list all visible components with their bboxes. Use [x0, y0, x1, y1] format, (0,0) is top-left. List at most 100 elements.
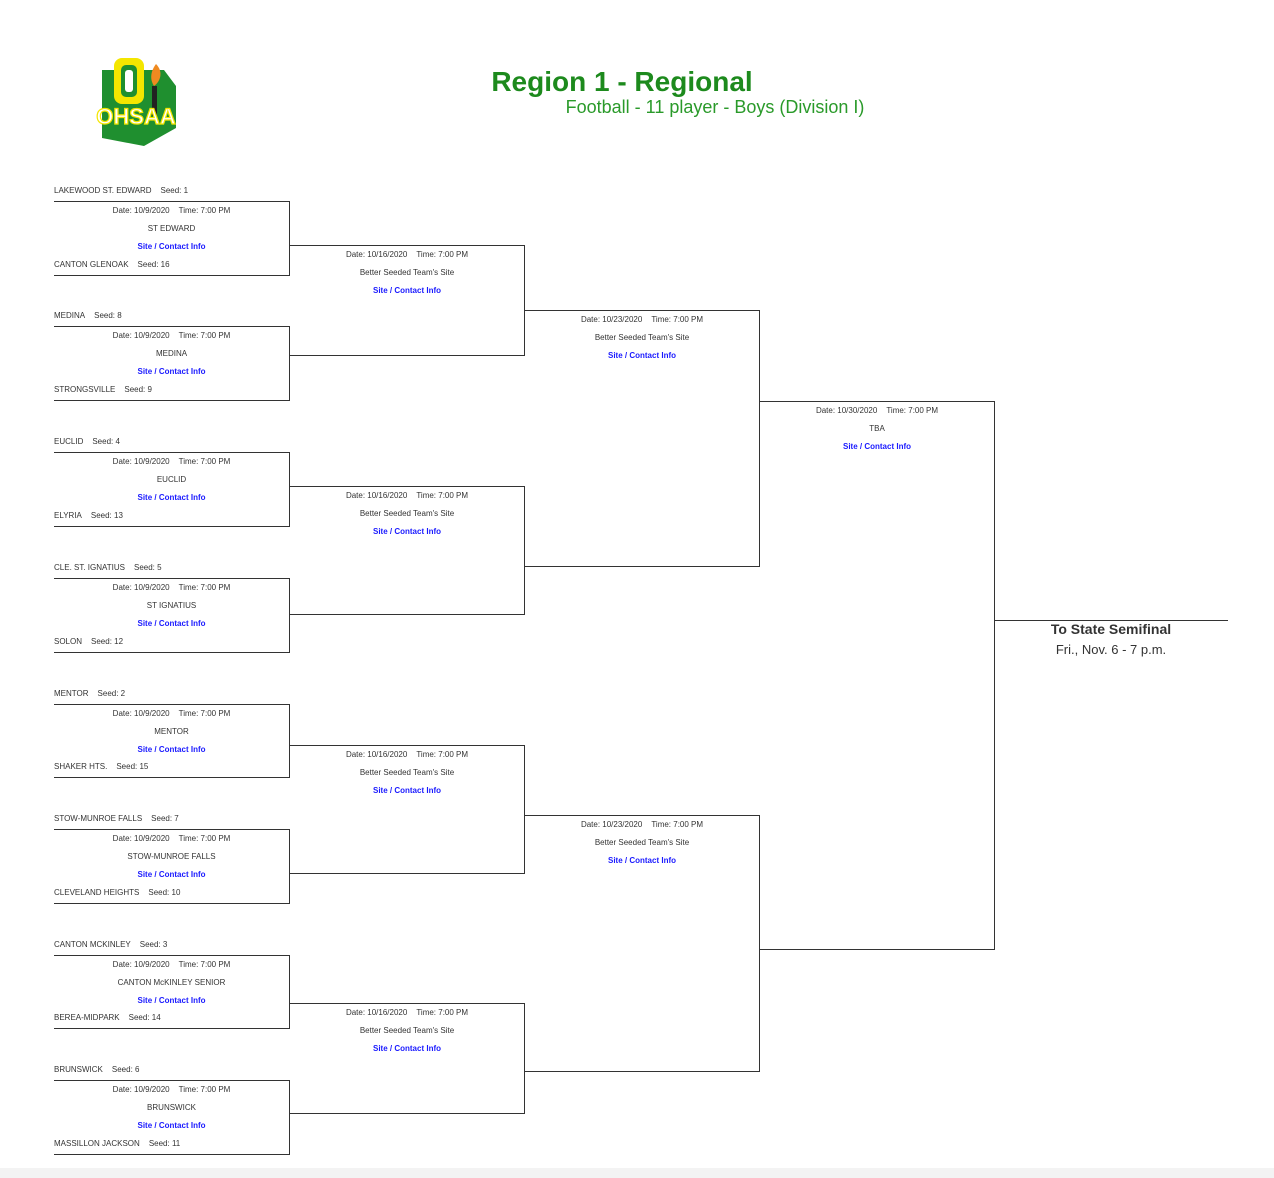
game-site: MEDINA — [155, 349, 188, 358]
bracket-line — [290, 355, 525, 356]
bracket-line — [54, 1028, 290, 1029]
team-name: CLE. ST. IGNATIUS — [54, 563, 125, 572]
team-name: MENTOR — [54, 689, 89, 698]
bracket-line — [54, 452, 289, 453]
bracket-line — [54, 955, 289, 956]
bracket-line — [289, 578, 290, 652]
game-date-time: Date: 10/9/2020 Time: 7:00 PM — [58, 206, 285, 215]
bracket-line — [289, 326, 290, 400]
bracket-line — [54, 704, 289, 705]
game-date: Date: 10/9/2020 — [112, 206, 170, 215]
site-contact-link[interactable]: Site / Contact Info — [137, 242, 206, 251]
site-contact-link[interactable]: Site / Contact Info — [373, 1044, 441, 1053]
team-name: ELYRIA — [54, 511, 82, 520]
bracket-line — [759, 310, 760, 566]
bracket-line — [289, 704, 290, 777]
game-date: Date: 10/9/2020 — [112, 834, 170, 843]
site-contact-link[interactable]: Site / Contact Info — [373, 786, 441, 795]
team-name: LAKEWOOD ST. EDWARD — [54, 186, 152, 195]
game-date-time: Date: 10/23/2020 Time: 7:00 PM — [529, 315, 755, 324]
bracket-line — [54, 652, 290, 653]
team-name: BEREA-MIDPARK — [54, 1013, 120, 1022]
game-site: CANTON McKINLEY SENIOR — [117, 978, 226, 987]
team-seed: Seed: 4 — [92, 437, 120, 446]
game-site: ST IGNATIUS — [146, 601, 197, 610]
bracket-line — [54, 578, 289, 579]
site-contact-link[interactable]: Site / Contact Info — [137, 1121, 206, 1130]
site-contact-link[interactable]: Site / Contact Info — [137, 619, 206, 628]
site-contact-link[interactable]: Site / Contact Info — [608, 856, 676, 865]
game-date: Date: 10/23/2020 — [580, 820, 643, 829]
game-site: STOW-MUNROE FALLS — [127, 852, 216, 861]
game-time: Time: 7:00 PM — [416, 491, 469, 500]
ohsaa-logo: OHSAA — [94, 56, 182, 148]
game-date: Date: 10/9/2020 — [112, 331, 170, 340]
team-name: BRUNSWICK — [54, 1065, 103, 1074]
footer-strip — [0, 1168, 1274, 1178]
team-name: SHAKER HTS. — [54, 762, 108, 771]
game-time: Time: 7:00 PM — [416, 250, 469, 259]
game-date: Date: 10/9/2020 — [112, 709, 170, 718]
game-time: Time: 7:00 PM — [178, 206, 231, 215]
game-time: Time: 7:00 PM — [651, 315, 704, 324]
game-date-time: Date: 10/23/2020 Time: 7:00 PM — [529, 820, 755, 829]
team-seed: Seed: 11 — [148, 1139, 181, 1148]
bracket-line — [54, 400, 290, 401]
site-contact-link[interactable]: Site / Contact Info — [843, 442, 911, 451]
bracket-line — [289, 452, 290, 526]
bracket-line — [54, 1080, 289, 1081]
site-contact-link[interactable]: Site / Contact Info — [373, 286, 441, 295]
bracket-line — [759, 815, 760, 1071]
game-date: Date: 10/9/2020 — [112, 583, 170, 592]
game-date-time: Date: 10/16/2020 Time: 7:00 PM — [294, 491, 520, 500]
team-name: EUCLID — [54, 437, 84, 446]
site-contact-link[interactable]: Site / Contact Info — [137, 367, 206, 376]
site-contact-link[interactable]: Site / Contact Info — [137, 996, 206, 1005]
bracket-line — [524, 745, 525, 873]
game-time: Time: 7:00 PM — [651, 820, 704, 829]
site-contact-link[interactable]: Site / Contact Info — [137, 745, 206, 754]
bracket-line — [289, 1080, 290, 1154]
game-time: Time: 7:00 PM — [178, 457, 231, 466]
team-seed: Seed: 7 — [151, 814, 179, 823]
final-line — [994, 620, 1228, 621]
final-date: Fri., Nov. 6 - 7 p.m. — [1055, 642, 1167, 657]
team-name: STOW-MUNROE FALLS — [54, 814, 143, 823]
bracket-line — [54, 903, 290, 904]
site-contact-link[interactable]: Site / Contact Info — [608, 351, 676, 360]
team-seed: Seed: 16 — [137, 260, 170, 269]
bracket-line — [760, 401, 994, 402]
game-date: Date: 10/16/2020 — [345, 750, 408, 759]
final-label: To State Semifinal — [1050, 621, 1172, 637]
bracket-line — [289, 955, 290, 1028]
game-site: ST EDWARD — [147, 224, 196, 233]
bracket-line — [290, 745, 524, 746]
bracket-line — [290, 1003, 524, 1004]
game-time: Time: 7:00 PM — [178, 960, 231, 969]
site-contact-link[interactable]: Site / Contact Info — [137, 493, 206, 502]
game-date: Date: 10/16/2020 — [345, 491, 408, 500]
team-seed: Seed: 9 — [124, 385, 152, 394]
team-seed: Seed: 10 — [148, 888, 181, 897]
bracket-line — [290, 1113, 525, 1114]
bracket-line — [54, 1154, 290, 1155]
bracket-line — [994, 401, 995, 949]
game-date: Date: 10/23/2020 — [580, 315, 643, 324]
bracket-line — [290, 245, 524, 246]
team-seed: Seed: 8 — [94, 311, 122, 320]
site-contact-link[interactable]: Site / Contact Info — [137, 870, 206, 879]
team-seed: Seed: 3 — [139, 940, 168, 949]
site-contact-link[interactable]: Site / Contact Info — [373, 527, 441, 536]
game-site: TBA — [869, 424, 885, 433]
bracket-line — [290, 486, 524, 487]
